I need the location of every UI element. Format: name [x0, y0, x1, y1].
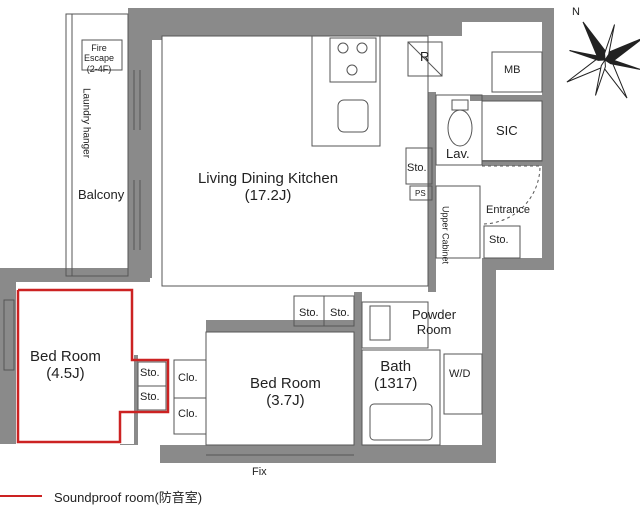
bath-size: (1317)	[374, 375, 418, 393]
bedroom-2-size: (3.7J)	[266, 392, 305, 410]
wd-label: W/D	[449, 368, 471, 380]
bedroom-1-closets	[3, 299, 167, 411]
bedroom-2-name: Bed Room	[250, 375, 321, 392]
fire-escape-line-3: (2-4F)	[86, 63, 112, 74]
bedroom-2-label: Bed Room (3.7J)	[250, 375, 321, 410]
ldk-size: (17.2J)	[244, 187, 292, 205]
lav-label: Lav.	[446, 146, 470, 161]
ps-label: PS	[415, 189, 426, 198]
bath-label: Bath (1317)	[374, 358, 417, 393]
legend-text: Soundproof room(防音室)	[54, 489, 203, 505]
refrigerator	[407, 41, 443, 77]
ldk-floor	[161, 35, 429, 287]
powder-room-label: Powder Room	[412, 307, 457, 338]
bedroom-2-floor	[205, 331, 355, 446]
ldk-label: Living Dining Kitchen (17.2J)	[188, 170, 348, 205]
storage-label-lav: Sto.	[407, 162, 427, 174]
legend: Soundproof room(防音室)	[0, 487, 202, 505]
storage-label-bed1-b: Sto.	[140, 391, 160, 403]
balcony-area	[65, 13, 141, 277]
bath-area	[361, 301, 483, 446]
upper-cabinet-label: Upper Cabinet	[440, 206, 451, 265]
storage-label-bed1-a: Sto.	[140, 367, 160, 379]
compass-north-label: N	[572, 6, 580, 18]
fix-window-label: Fix	[252, 466, 267, 478]
compass-rose	[566, 21, 640, 99]
fire-escape-label: Fire Escape (2-4F)	[84, 43, 114, 74]
kitchen-counter	[311, 35, 443, 147]
fire-escape-line-2: Escape	[84, 53, 115, 64]
bedroom-1-floor	[16, 290, 134, 444]
bedroom-2-closets	[173, 295, 355, 456]
refrigerator-label: R	[420, 49, 430, 64]
mb-label: MB	[504, 64, 521, 76]
closet-label-1: Clo.	[178, 372, 198, 384]
service-rooms	[405, 51, 543, 259]
bedroom-1-size: (4.5J)	[46, 365, 85, 383]
bath-name: Bath	[380, 358, 412, 375]
bedroom-1-label: Bed Room (4.5J)	[30, 348, 101, 383]
sic-label: SIC	[496, 123, 518, 138]
entrance-label: Entrance	[486, 204, 531, 216]
bedroom-1-name: Bed Room	[30, 348, 101, 365]
ldk-name: Living Dining Kitchen	[197, 170, 339, 187]
closet-label-2: Clo.	[178, 408, 198, 420]
balcony-label: Balcony	[78, 187, 125, 202]
fire-escape-line-1: Fire	[91, 43, 107, 53]
powder-line-1: Powder	[412, 307, 457, 322]
storage-label-hall-1: Sto.	[299, 307, 319, 319]
storage-label-hall-2: Sto.	[330, 307, 350, 319]
storage-label-entrance: Sto.	[489, 234, 509, 246]
legend-swatch	[0, 495, 42, 497]
powder-line-2: Room	[416, 321, 452, 337]
laundry-hanger-label: Laundry hanger	[80, 88, 92, 159]
soundproof-outline	[16, 288, 170, 444]
